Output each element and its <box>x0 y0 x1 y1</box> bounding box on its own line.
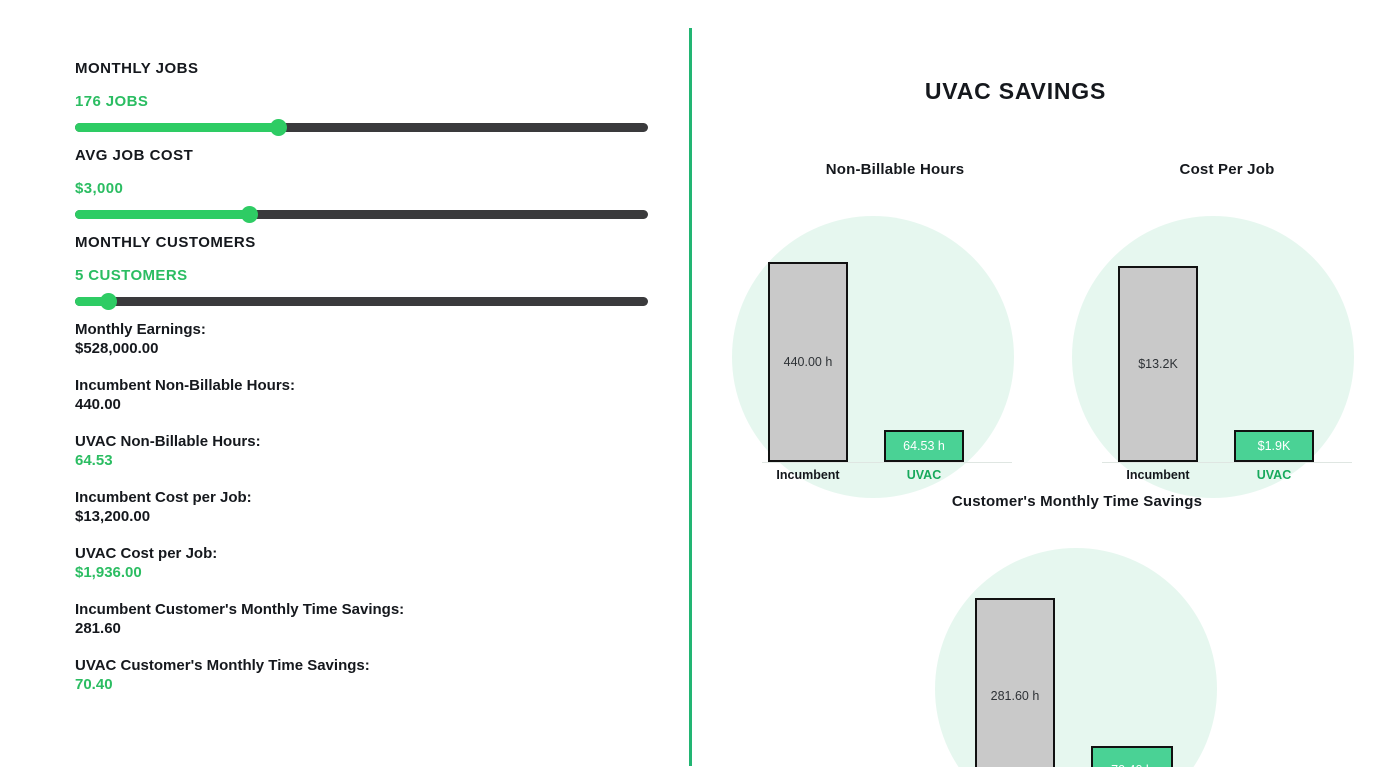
bar-uvac: 70.40 h <box>1091 746 1173 767</box>
chart-non-billable-hours: Non-Billable Hours 440.00 h 64.53 h Incu… <box>724 160 1066 498</box>
result-value: 64.53 <box>75 452 113 469</box>
chart-cost-per-job: Cost Per Job $13.2K $1.9K Incumbent UVAC <box>1072 160 1382 498</box>
result-value: 70.40 <box>75 676 113 693</box>
control-label-monthly-customers: MONTHLY CUSTOMERS <box>75 234 256 251</box>
bar-incumbent: $13.2K <box>1118 266 1198 462</box>
slider-track[interactable] <box>75 123 648 132</box>
result-label: UVAC Non-Billable Hours: <box>75 433 261 450</box>
charts-panel: UVAC SAVINGS Non-Billable Hours 440.00 h… <box>692 0 1389 767</box>
bar-value-label: 440.00 h <box>783 355 833 369</box>
slider-fill <box>75 297 109 306</box>
result-label: Incumbent Cost per Job: <box>75 489 252 506</box>
bar-value-label: $13.2K <box>1138 357 1178 371</box>
slider-fill <box>75 210 250 219</box>
chart-axis-line <box>762 462 1012 463</box>
results-list: Monthly Earnings: $528,000.00 Incumbent … <box>75 320 635 712</box>
result-uvac-customer-time-savings: UVAC Customer's Monthly Time Savings: 70… <box>75 656 635 694</box>
control-label-monthly-jobs: MONTHLY JOBS <box>75 60 199 77</box>
control-value-monthly-jobs: 176 JOBS <box>75 93 149 110</box>
bar-incumbent: 281.60 h <box>975 598 1055 767</box>
result-label: Monthly Earnings: <box>75 321 206 338</box>
result-label: Incumbent Customer's Monthly Time Saving… <box>75 601 405 618</box>
chart-subtitle: Non-Billable Hours <box>825 161 965 178</box>
result-value: 281.60 <box>75 620 121 637</box>
chart-subtitle: Customer's Monthly Time Savings <box>951 493 1203 510</box>
control-label-avg-job-cost: AVG JOB COST <box>75 147 194 164</box>
result-incumbent-cost-per-job: Incumbent Cost per Job: $13,200.00 <box>75 488 635 526</box>
result-value: $13,200.00 <box>75 508 151 525</box>
result-monthly-earnings: Monthly Earnings: $528,000.00 <box>75 320 635 358</box>
axis-label-incumbent: Incumbent <box>776 468 840 482</box>
result-incumbent-non-billable-hours: Incumbent Non-Billable Hours: 440.00 <box>75 376 635 414</box>
control-avg-job-cost: AVG JOB COST $3,000 <box>75 145 650 223</box>
slider-monthly-jobs[interactable] <box>75 119 648 136</box>
result-incumbent-customer-time-savings: Incumbent Customer's Monthly Time Saving… <box>75 600 635 638</box>
slider-avg-job-cost[interactable] <box>75 206 648 223</box>
result-value: $528,000.00 <box>75 340 159 357</box>
result-label: Incumbent Non-Billable Hours: <box>75 377 296 394</box>
chart-customer-monthly-time-savings: Customer's Monthly Time Savings 281.60 h… <box>877 492 1277 767</box>
result-uvac-non-billable-hours: UVAC Non-Billable Hours: 64.53 <box>75 432 635 470</box>
chart-axis-line <box>1102 462 1352 463</box>
bar-value-label: 70.40 h <box>1111 763 1153 767</box>
inputs-panel: MONTHLY JOBS 176 JOBS AVG JOB COST $3,00… <box>0 0 689 767</box>
slider-track[interactable] <box>75 210 648 219</box>
panel-divider <box>689 28 692 766</box>
control-monthly-jobs: MONTHLY JOBS 176 JOBS <box>75 58 650 136</box>
control-value-monthly-customers: 5 CUSTOMERS <box>75 267 188 284</box>
axis-label-incumbent: Incumbent <box>1126 468 1190 482</box>
axis-label-uvac: UVAC <box>906 468 942 482</box>
bar-value-label: 281.60 h <box>990 689 1040 703</box>
slider-fill <box>75 123 279 132</box>
result-label: UVAC Customer's Monthly Time Savings: <box>75 657 370 674</box>
slider-thumb-avg-job-cost[interactable] <box>241 206 259 223</box>
slider-track[interactable] <box>75 297 648 306</box>
result-uvac-cost-per-job: UVAC Cost per Job: $1,936.00 <box>75 544 635 582</box>
chart-canvas: 440.00 h 64.53 h Incumbent UVAC <box>724 194 1066 498</box>
control-monthly-customers: MONTHLY CUSTOMERS 5 CUSTOMERS <box>75 232 650 310</box>
control-value-avg-job-cost: $3,000 <box>75 180 124 197</box>
result-label: UVAC Cost per Job: <box>75 545 218 562</box>
bar-uvac: 64.53 h <box>884 430 964 462</box>
bar-value-label: $1.9K <box>1257 439 1291 453</box>
axis-label-uvac: UVAC <box>1256 468 1292 482</box>
bar-value-label: 64.53 h <box>903 439 945 453</box>
slider-thumb-monthly-jobs[interactable] <box>269 119 287 136</box>
bar-uvac: $1.9K <box>1234 430 1314 462</box>
slider-thumb-monthly-customers[interactable] <box>99 293 117 310</box>
page-title: UVAC SAVINGS <box>924 78 1107 104</box>
result-value: $1,936.00 <box>75 564 142 581</box>
chart-canvas: $13.2K $1.9K Incumbent UVAC <box>1072 194 1382 498</box>
slider-monthly-customers[interactable] <box>75 293 648 310</box>
result-value: 440.00 <box>75 396 121 413</box>
chart-canvas: 281.60 h 70.40 h <box>877 526 1277 767</box>
chart-subtitle: Cost Per Job <box>1179 161 1275 178</box>
bar-incumbent: 440.00 h <box>768 262 848 462</box>
